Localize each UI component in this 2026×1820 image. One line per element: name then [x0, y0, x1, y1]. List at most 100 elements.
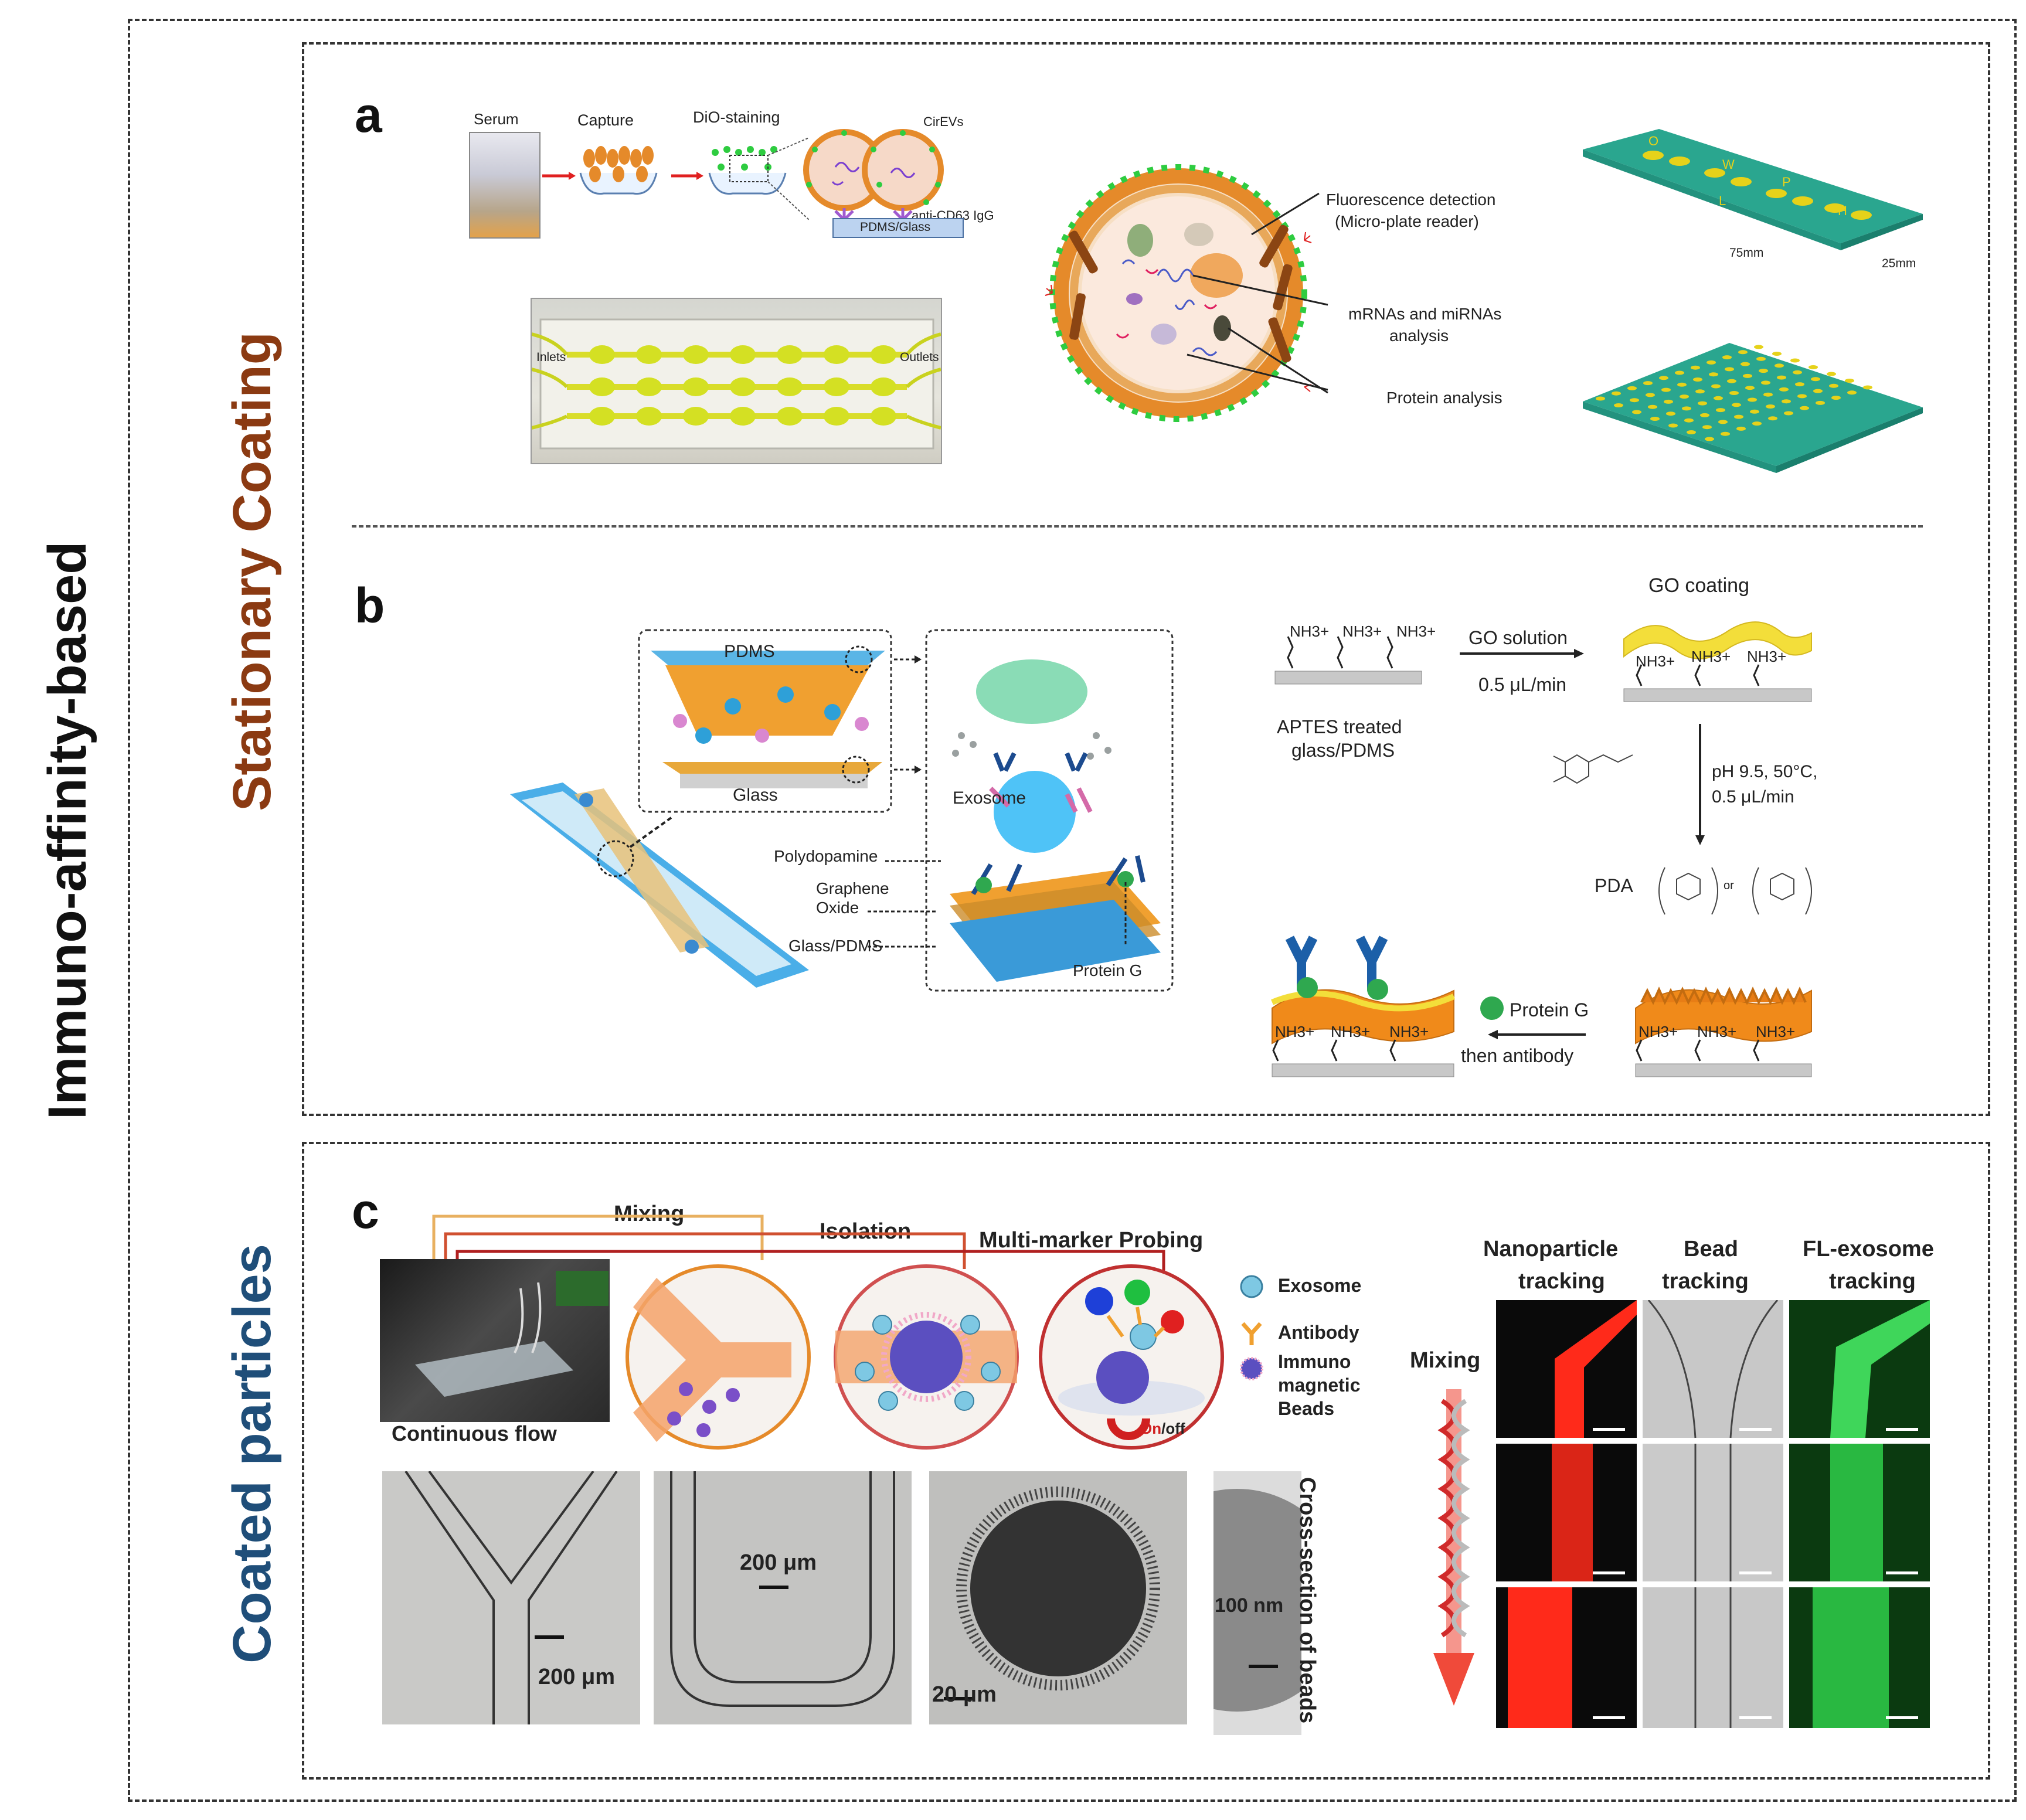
chip-well-dot — [1627, 386, 1637, 390]
chip-well-dot — [1756, 356, 1766, 361]
immuno-affinity-label: Immuno-affinity-based — [38, 541, 97, 1120]
bead-legend-icon — [1240, 1357, 1263, 1380]
on-text: On — [1140, 1420, 1162, 1437]
chip-well-dot — [1766, 404, 1775, 409]
chip-well-dot — [1829, 383, 1838, 388]
mrna-label-1: mRNAs and miRNAs — [1348, 305, 1502, 323]
fluorescence-label-1: Fluorescence detection — [1326, 190, 1496, 209]
serum-label: Serum — [474, 110, 519, 128]
bead-tracking-label-2: tracking — [1662, 1269, 1749, 1294]
serum-tube-photo — [469, 132, 541, 239]
glass-pdms-label: Glass/PDMS — [788, 937, 883, 955]
chip-well-dot — [1693, 377, 1702, 382]
outlets-label: Outlets — [900, 351, 939, 364]
scale-200um-2: 200 μm — [740, 1550, 817, 1575]
continuous-flow-photo — [380, 1259, 610, 1422]
chip-well-dot — [1677, 382, 1687, 387]
graphene-label-1: Graphene — [816, 879, 889, 897]
glass-label: Glass — [733, 785, 778, 805]
chip-well-dot — [1863, 385, 1872, 390]
chip-well-dot — [1646, 393, 1655, 397]
antibody-legend-label: Antibody — [1278, 1322, 1359, 1343]
outer-frame — [128, 19, 2017, 1802]
chip-well-dot — [1761, 380, 1770, 385]
or-label: or — [1724, 879, 1734, 892]
chip-letter-w: W — [1722, 157, 1735, 172]
coated-particles-label: Coated particles — [220, 1237, 284, 1671]
chip-well-dot — [1709, 372, 1718, 377]
probing-circle — [1039, 1264, 1224, 1450]
chip-well-dot — [1775, 363, 1784, 368]
panel-divider — [352, 525, 1923, 528]
chip-well-dot — [1750, 409, 1759, 414]
immuno-legend-label-3: Beads — [1278, 1398, 1335, 1419]
on-off-label: On/off — [1140, 1420, 1185, 1438]
y-junction-micrograph — [382, 1471, 640, 1724]
chip-well-dot — [1680, 394, 1689, 399]
nanoparticle-tracking-label-1: Nanoparticle — [1483, 1237, 1619, 1261]
chip-well-dot — [1816, 400, 1825, 405]
nh3-label-7: NH3+ — [1639, 1023, 1678, 1040]
chip-well-dot — [1777, 375, 1786, 380]
chip-well-dot — [1732, 403, 1741, 407]
chip-well-dot — [1790, 358, 1800, 363]
length-75mm-label: 75mm — [1729, 246, 1764, 260]
green-slide-top — [1583, 129, 1923, 250]
pdms-glass-label: PDMS/Glass — [860, 220, 931, 234]
go-solution-label: GO solution — [1468, 627, 1568, 648]
nanoparticle-tracking-label-2: tracking — [1518, 1269, 1605, 1294]
chip-well-dot — [1695, 389, 1705, 394]
chip-well-dot — [1727, 379, 1736, 383]
chip-well-dot — [1811, 377, 1820, 382]
chip-well-dot — [1738, 350, 1748, 355]
chip-well-dot — [1795, 382, 1804, 387]
chip-well-dot — [1779, 387, 1789, 392]
nh3-label-6: NH3+ — [1747, 648, 1787, 665]
immuno-legend-label-2: magnetic — [1278, 1375, 1361, 1396]
chip-well-dot — [1643, 381, 1653, 386]
chip-well-dot — [1782, 399, 1791, 404]
tracking-grid — [1496, 1300, 1930, 1728]
dio-staining-label: DiO-staining — [693, 108, 780, 126]
coated-word: Coated — [222, 1481, 282, 1663]
chip-letter-h: H — [1838, 203, 1847, 218]
scale-100nm: 100 nm — [1215, 1594, 1284, 1617]
stationary-coating-label: Stationary Coating — [220, 308, 284, 835]
chip-well-dot — [1827, 372, 1836, 376]
chip-well-dot — [1721, 431, 1730, 436]
panel-a-letter: a — [355, 87, 382, 142]
chip-well-dot — [1809, 365, 1818, 369]
nh3-label-12: NH3+ — [1389, 1023, 1429, 1040]
chip-well-dot — [1800, 406, 1809, 410]
nh3-label-11: NH3+ — [1331, 1023, 1371, 1040]
chip-well-dot — [1668, 423, 1678, 428]
rate-label-1: 0.5 μL/min — [1478, 674, 1567, 695]
fluorescence-label-2: (Micro-plate reader) — [1335, 212, 1479, 230]
chip-well-dot — [1768, 416, 1777, 421]
coated-particles-frame — [302, 1142, 1990, 1780]
nh3-label-10: NH3+ — [1275, 1023, 1315, 1040]
bead-tracking-label-1: Bead — [1684, 1237, 1738, 1261]
isolation-label: Isolation — [820, 1219, 912, 1244]
pdms-label: PDMS — [724, 642, 775, 661]
chip-well-dot — [1630, 398, 1639, 403]
protein-analysis-label: Protein analysis — [1386, 389, 1502, 407]
green-slide-bottom — [1583, 343, 1923, 473]
pda-label: PDA — [1595, 875, 1633, 896]
polydopamine-label: Polydopamine — [774, 847, 878, 865]
antibody-legend-icon — [1241, 1322, 1262, 1345]
chip-device-illustration — [510, 629, 1174, 992]
chip-well-dot — [1831, 396, 1841, 400]
u-channel-micrograph — [654, 1471, 912, 1724]
chip-well-dot — [1666, 411, 1675, 416]
chip-well-dot — [1722, 355, 1732, 360]
protein-g-label: Protein G — [1073, 961, 1143, 979]
chip-channels — [532, 318, 941, 450]
panel-c-letter: c — [352, 1183, 379, 1239]
mixing-label: Mixing — [614, 1202, 685, 1226]
chip-well-dot — [1648, 404, 1657, 409]
exosome-cross-section — [1045, 164, 1328, 422]
mrna-label-2: analysis — [1389, 326, 1449, 345]
chip-well-dot — [1793, 370, 1802, 375]
chip-well-dot — [1659, 376, 1668, 380]
